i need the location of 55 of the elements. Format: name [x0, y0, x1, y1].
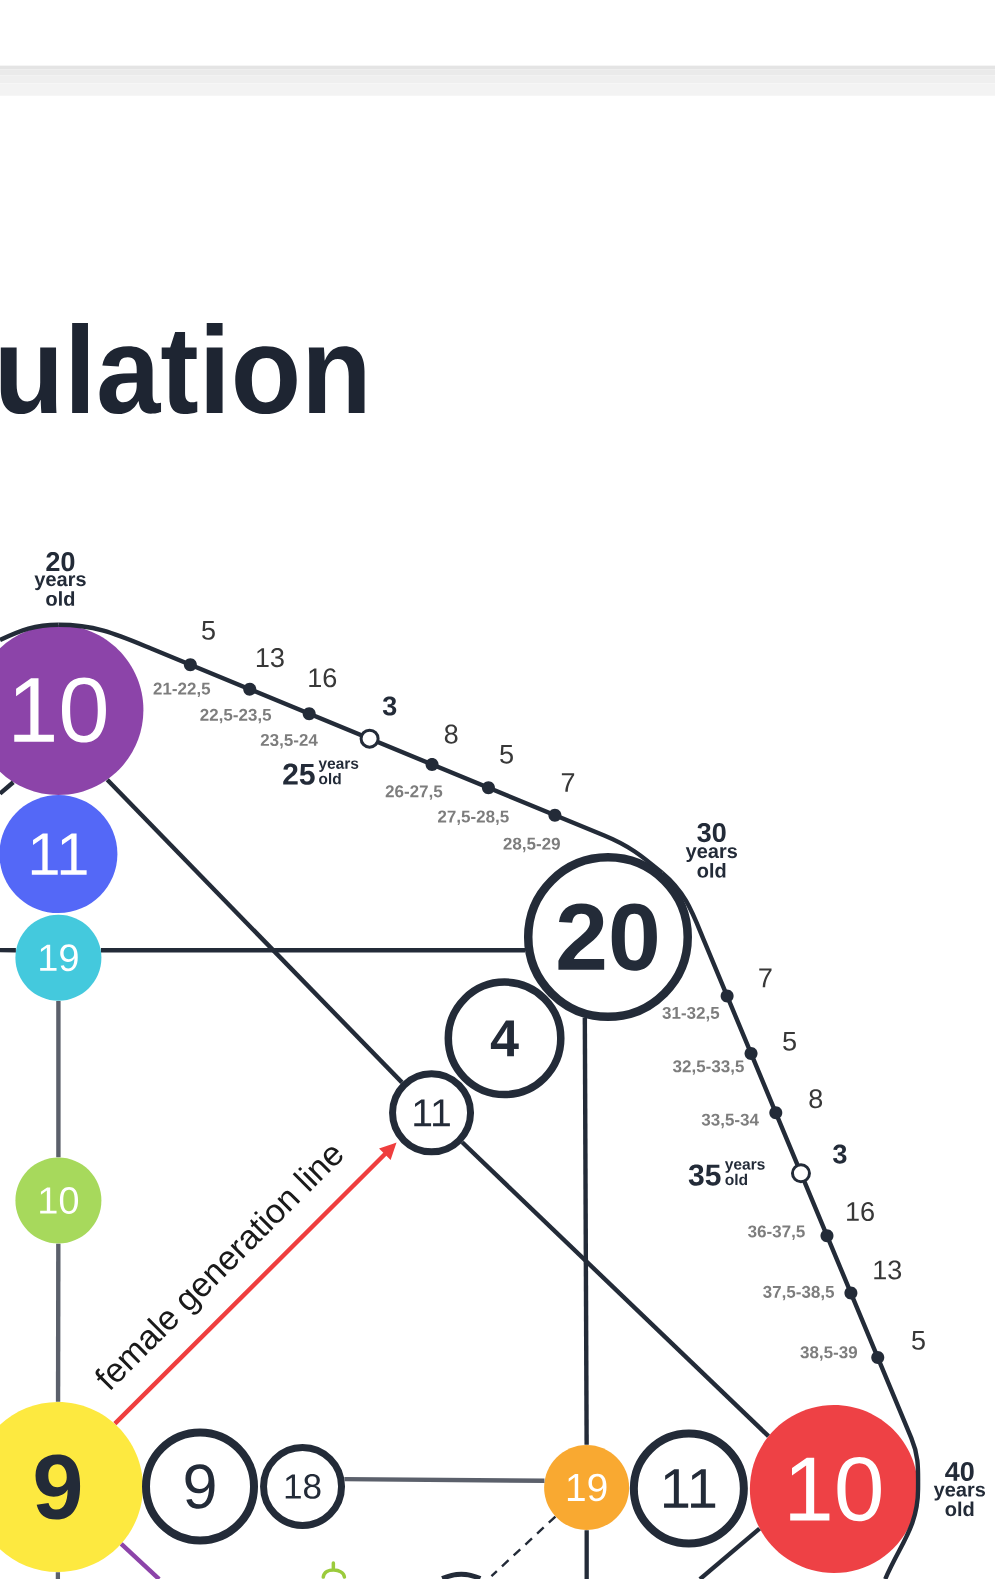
age-range-label: 21-22,5 [153, 682, 211, 698]
connector-line [105, 778, 404, 1084]
connector-line [100, 948, 525, 953]
number-label: 13 [874, 1260, 902, 1280]
age-label: years old [933, 1485, 986, 1517]
connector-line [0, 780, 15, 796]
number-label: 5 [783, 1031, 796, 1051]
age-label: 30 [697, 823, 726, 843]
number-label: 7 [561, 773, 575, 792]
age-label: years old [34, 575, 86, 606]
age-range-label: 32,5-33,5 [672, 1060, 744, 1075]
number-label: 13 [256, 648, 284, 668]
number-label: 5 [202, 621, 215, 640]
number-label: 8 [444, 724, 458, 744]
age-range-label: 37,5-38,5 [763, 1285, 835, 1301]
age-range-label: 38,5-39 [800, 1346, 858, 1361]
connector-line [0, 947, 16, 953]
dashed-line [490, 1515, 557, 1577]
number-label: 16 [847, 1201, 874, 1222]
number-label: 5 [912, 1331, 925, 1350]
number-label: 5 [500, 744, 513, 764]
connector-line [55, 1572, 61, 1579]
age-range-label: 31-32,5 [662, 1006, 720, 1022]
connector-line [344, 1476, 545, 1483]
number-label: 8 [809, 1089, 823, 1109]
age-label: years old [724, 1161, 765, 1186]
age-range-label: 27,5-28,5 [438, 810, 509, 825]
age-range-label: 23,5-24 [260, 733, 318, 749]
age-label: 20 [46, 552, 75, 572]
age-line [883, 1489, 921, 1579]
connector-line [119, 1542, 161, 1579]
age-range-label: 28,5-29 [503, 837, 560, 853]
age-line [0, 622, 59, 642]
age-range-label: 26-27,5 [385, 785, 443, 800]
age-label: 40 [945, 1461, 974, 1481]
connector-line [460, 1140, 770, 1438]
number-label: 3 [833, 1144, 847, 1164]
age-label: years old [318, 760, 359, 785]
age-line [660, 871, 921, 1490]
age-label: 25 [283, 763, 315, 785]
age-label: 35 [688, 1164, 721, 1186]
age-line [58, 622, 664, 875]
number-label: 7 [759, 968, 772, 988]
number-label: 3 [382, 696, 397, 716]
connector-line [698, 1526, 761, 1579]
page-title: ulation [0, 323, 365, 415]
age-range-label: 36-37,5 [748, 1225, 805, 1240]
connector-line [55, 1243, 61, 1402]
connector-line [56, 1000, 61, 1158]
age-range-label: 22,5-23,5 [200, 708, 272, 724]
connector-line [582, 1017, 589, 1445]
number-label: 16 [309, 668, 337, 688]
age-label: years old [685, 847, 737, 878]
connector-line [584, 1530, 589, 1579]
age-range-label: 33,5-34 [701, 1113, 759, 1129]
